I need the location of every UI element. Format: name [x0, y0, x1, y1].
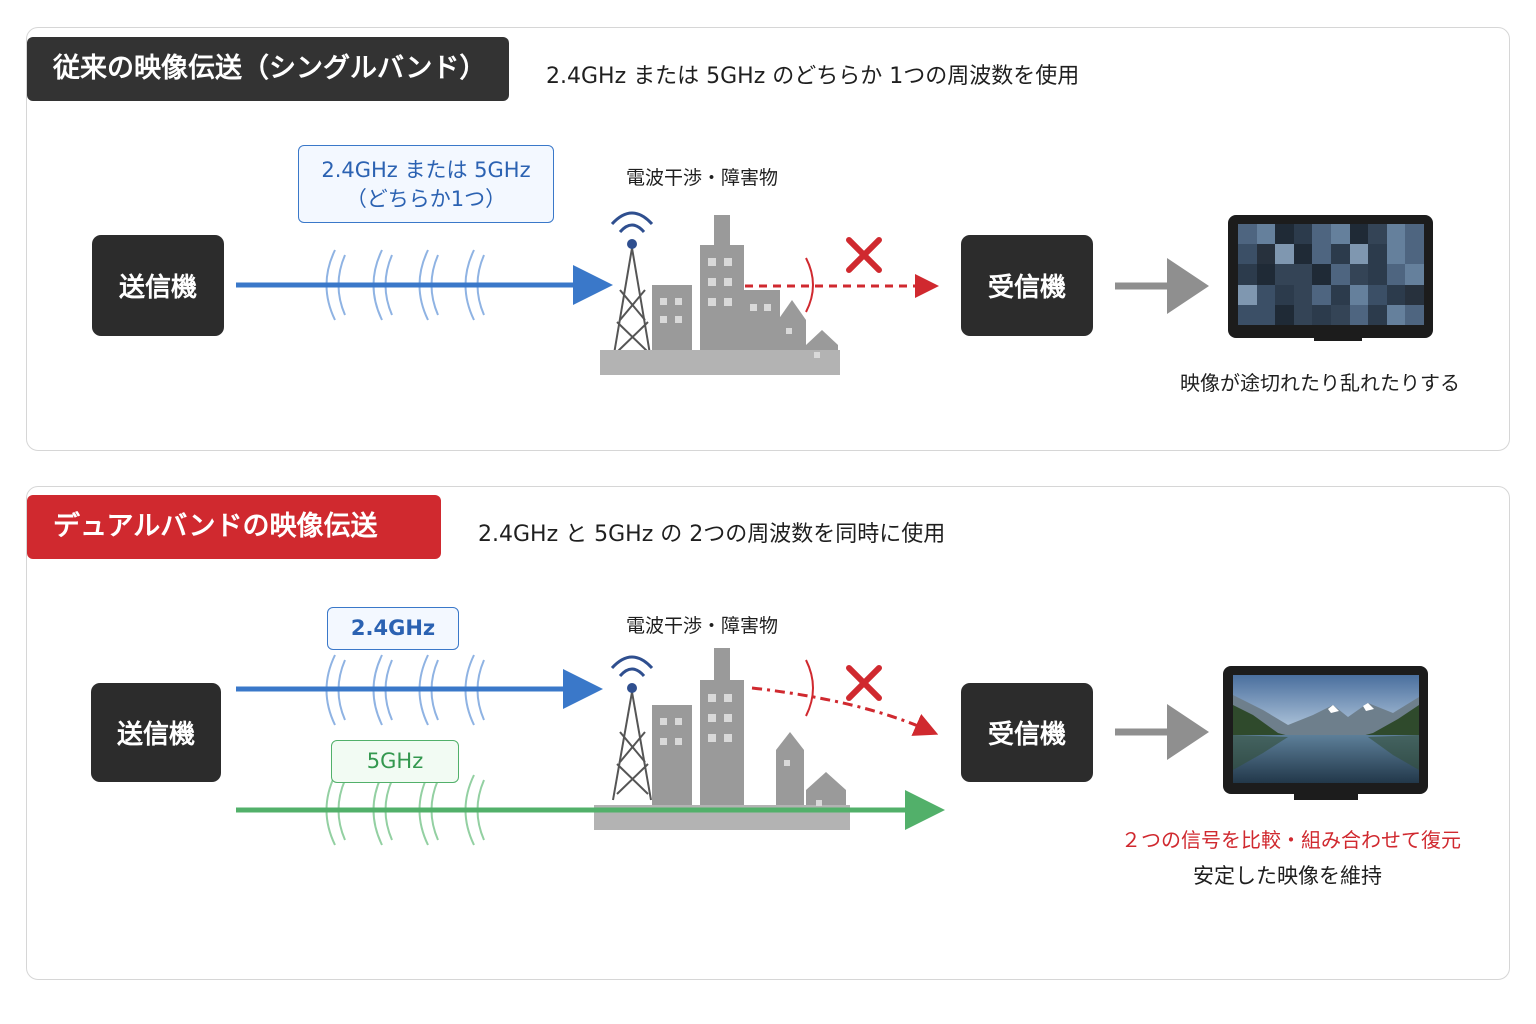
city-buildings-icon	[600, 215, 840, 375]
single-band-heading: 従来の映像伝送（シングルバンド）	[27, 37, 509, 101]
transmitter-box-top: 送信機	[92, 235, 224, 336]
pixel-block	[1293, 284, 1313, 305]
pixel-block	[1386, 304, 1406, 325]
pixel-block	[1349, 224, 1369, 245]
pixel-block	[1331, 244, 1350, 265]
pixel-block	[1275, 284, 1294, 305]
pixel-block	[1312, 224, 1331, 245]
antenna-tower-icon	[610, 655, 654, 801]
result-caption-bottom-2: 安定した映像を維持	[1193, 864, 1382, 888]
pixel-block	[1238, 264, 1257, 285]
pixel-block	[1349, 304, 1369, 325]
band-label-line2: （どちらか1つ）	[345, 187, 507, 211]
pixel-block	[1386, 224, 1406, 245]
pixel-block	[1368, 304, 1387, 325]
pixel-block	[1275, 244, 1294, 265]
pixel-block	[1256, 304, 1276, 325]
pixel-block	[1386, 264, 1406, 285]
band-label-5ghz: 5GHz	[331, 740, 459, 783]
pixel-block	[1386, 244, 1406, 265]
pixel-block	[1238, 244, 1257, 265]
pixel-block	[1238, 304, 1257, 325]
pixel-block	[1405, 304, 1424, 325]
pixel-block	[1331, 224, 1350, 245]
pixel-block	[1368, 284, 1387, 305]
pixel-block	[1368, 244, 1387, 265]
dual-band-heading: デュアルバンドの映像伝送	[27, 495, 441, 559]
pixel-block	[1331, 284, 1350, 305]
pixel-block	[1349, 264, 1369, 285]
band-label-line1: 2.4GHz または 5GHz	[321, 158, 531, 182]
pixel-block	[1312, 304, 1331, 325]
pixel-block	[1312, 284, 1331, 305]
cross-x-icon	[846, 237, 882, 273]
result-caption-bottom-1: ２つの信号を比較・組み合わせて復元	[1121, 828, 1461, 852]
pixel-block	[1349, 284, 1369, 305]
result-caption-top: 映像が途切れたり乱れたりする	[1180, 371, 1460, 395]
pixel-block	[1238, 284, 1257, 305]
pixel-block	[1405, 264, 1424, 285]
pixel-block	[1331, 304, 1350, 325]
pixel-block	[1293, 304, 1313, 325]
pixel-block	[1275, 304, 1294, 325]
cross-x-icon	[846, 665, 882, 701]
band-label-24ghz: 2.4GHz	[327, 607, 459, 650]
pixel-block	[1293, 224, 1313, 245]
pixel-block	[1368, 264, 1387, 285]
pixelated-screen	[1238, 224, 1424, 325]
pixel-block	[1405, 244, 1424, 265]
pixel-block	[1293, 264, 1313, 285]
pixel-block	[1405, 224, 1424, 245]
antenna-tower-icon	[610, 211, 654, 361]
pixel-block	[1349, 244, 1369, 265]
pixel-block	[1238, 224, 1257, 245]
pixel-block	[1256, 284, 1276, 305]
pixel-block	[1256, 244, 1276, 265]
interference-label-top: 電波干渉・障害物	[626, 167, 779, 189]
band-label-either: 2.4GHz または 5GHz （どちらか1つ）	[298, 145, 554, 223]
pixel-block	[1312, 244, 1331, 265]
dual-band-subtitle: 2.4GHz と 5GHz の 2つの周波数を同時に使用	[478, 522, 946, 547]
pixel-block	[1386, 284, 1406, 305]
receiver-box-top: 受信機	[961, 235, 1093, 336]
pixel-block	[1293, 244, 1313, 265]
pixel-block	[1331, 264, 1350, 285]
blocked-signal-path	[751, 686, 939, 736]
transmitter-box-bottom: 送信機	[91, 683, 221, 782]
pixel-block	[1275, 264, 1294, 285]
clear-screen	[1233, 675, 1419, 783]
pixel-block	[1256, 264, 1276, 285]
pixel-block	[1405, 284, 1424, 305]
interference-label-bottom: 電波干渉・障害物	[626, 615, 779, 637]
single-band-subtitle: 2.4GHz または 5GHz のどちらか 1つの周波数を使用	[546, 64, 1080, 89]
pixel-block	[1312, 264, 1331, 285]
receiver-box-bottom: 受信機	[961, 683, 1093, 782]
pixel-block	[1368, 224, 1387, 245]
pixel-block	[1275, 224, 1294, 245]
pixel-block	[1256, 224, 1276, 245]
